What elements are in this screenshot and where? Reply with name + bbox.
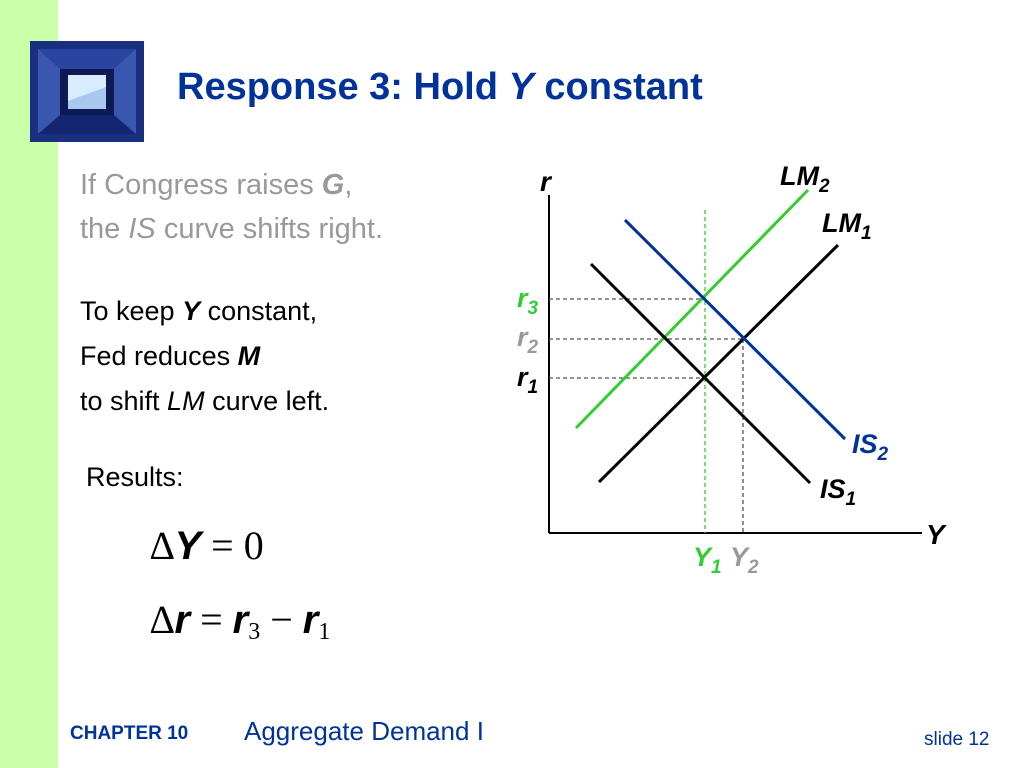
response-line-2: Fed reduces M	[80, 341, 261, 371]
r3-label: r3	[517, 283, 539, 319]
r2-label: r2	[517, 322, 539, 358]
is2-label: IS2	[852, 429, 889, 465]
y-axis-label: r	[540, 166, 553, 197]
lm1-label: LM1	[822, 208, 872, 244]
footer-subtitle: Aggregate Demand I	[244, 716, 484, 746]
lm2-label: LM2	[780, 161, 830, 197]
y2-label: Y2	[730, 542, 759, 578]
footer-chapter: CHAPTER 10	[70, 723, 189, 744]
x-axis-label: Y	[926, 519, 947, 550]
is1-label: IS1	[820, 474, 856, 510]
slide-number: slide 12	[924, 729, 990, 750]
y1-label: Y1	[693, 542, 722, 578]
is1-curve	[589, 262, 812, 485]
lm1-curve	[597, 243, 840, 484]
slide-title: Response 3: Hold Y constant	[177, 66, 703, 108]
logo-window-icon	[30, 41, 144, 142]
intro-line-1: If Congress raises G,	[80, 169, 353, 201]
response-line-1: To keep Y constant,	[80, 296, 318, 326]
results-label: Results:	[86, 462, 184, 492]
equation-delta-r: ∆r = r3 − r1	[150, 597, 331, 645]
equation-delta-y: ∆Y = 0	[150, 523, 264, 568]
intro-line-2: the IS curve shifts right.	[80, 213, 384, 245]
response-line-3: to shift LM curve left.	[80, 386, 330, 416]
r1-label: r1	[517, 362, 538, 398]
lm2-curve	[574, 188, 810, 430]
is2-curve	[623, 218, 847, 441]
